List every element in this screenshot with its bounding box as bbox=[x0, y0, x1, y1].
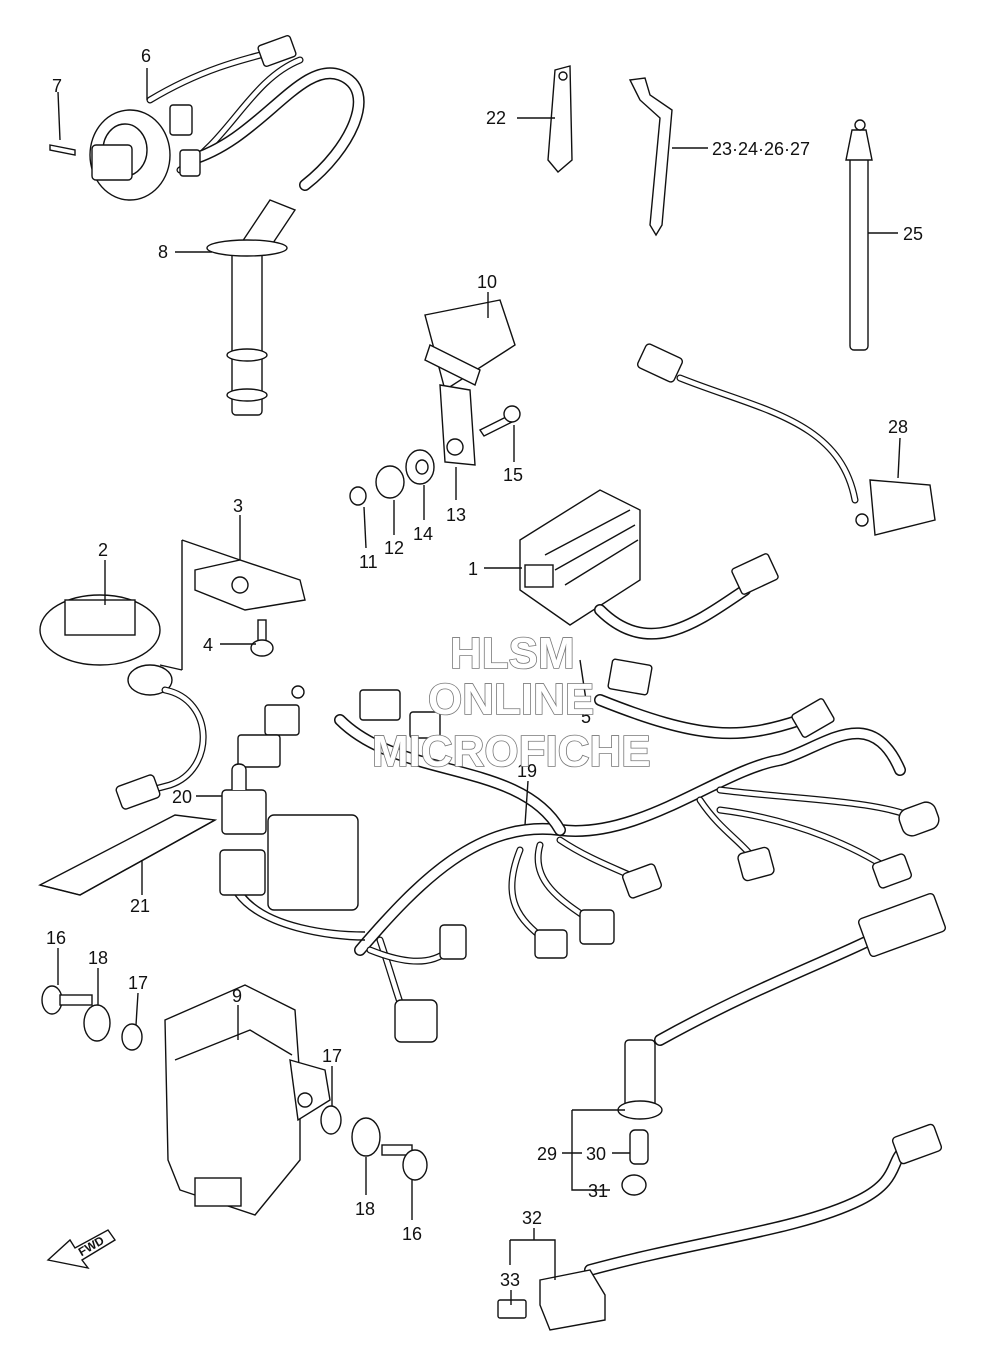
callout-13: 13 bbox=[446, 505, 466, 525]
ecu-part bbox=[164, 984, 331, 1216]
watermark-line-3: MICROFICHE bbox=[372, 727, 651, 776]
bracket-part bbox=[159, 539, 306, 671]
cable-clamp-part bbox=[547, 65, 573, 173]
callout-7: 7 bbox=[52, 76, 62, 96]
callout-20: 20 bbox=[172, 787, 192, 807]
spark-plug-cap-part bbox=[206, 199, 297, 416]
wiring-harness-part bbox=[219, 658, 940, 1043]
callout-10: 10 bbox=[477, 272, 497, 292]
forward-direction-icon bbox=[46, 1229, 117, 1270]
callout-30: 30 bbox=[586, 1144, 606, 1164]
callout-21: 21 bbox=[130, 896, 150, 916]
callout-16-left: 16 bbox=[46, 928, 66, 948]
mounting-hardware-left bbox=[41, 985, 143, 1051]
sensor-part bbox=[636, 343, 936, 536]
callout-9: 9 bbox=[232, 986, 242, 1006]
callout-29: 29 bbox=[537, 1144, 557, 1164]
callout-22: 22 bbox=[486, 108, 506, 128]
callout-labels: 6 7 8 22 23·24·26·27 25 10 15 13 14 12 1… bbox=[46, 46, 923, 1290]
callout-2: 2 bbox=[98, 540, 108, 560]
ignition-coil-part bbox=[49, 34, 365, 201]
callout-15: 15 bbox=[503, 465, 523, 485]
callout-5: 5 bbox=[581, 707, 591, 727]
watermark: HLSM ONLINE MICROFICHE bbox=[371, 628, 651, 777]
callout-8: 8 bbox=[158, 242, 168, 262]
long-cable-tie-part bbox=[845, 119, 873, 351]
callout-14: 14 bbox=[413, 524, 433, 544]
callout-12: 12 bbox=[384, 538, 404, 558]
callout-31: 31 bbox=[588, 1181, 608, 1201]
callout-32: 32 bbox=[522, 1208, 542, 1228]
callout-25: 25 bbox=[903, 224, 923, 244]
callout-23-24-26-27: 23·24·26·27 bbox=[712, 139, 810, 159]
callout-28: 28 bbox=[888, 417, 908, 437]
callout-18-left: 18 bbox=[88, 948, 108, 968]
screw-part bbox=[250, 619, 274, 657]
callout-17-left: 17 bbox=[128, 973, 148, 993]
callout-16-right: 16 bbox=[402, 1224, 422, 1244]
regulator-part bbox=[519, 489, 779, 640]
callout-19: 19 bbox=[517, 761, 537, 781]
callout-1: 1 bbox=[468, 559, 478, 579]
leader-lines bbox=[57, 68, 901, 1305]
watermark-line-2: ONLINE bbox=[428, 675, 594, 724]
callout-18-right: 18 bbox=[355, 1199, 375, 1219]
watermark-line-1: HLSM bbox=[450, 629, 575, 678]
mounting-hardware-right bbox=[320, 1105, 428, 1181]
callout-6: 6 bbox=[141, 46, 151, 66]
plug-cap-lead-part bbox=[617, 892, 947, 1196]
fuse-holder-part bbox=[221, 763, 267, 835]
fastener-hardware bbox=[349, 405, 521, 506]
relay-part bbox=[424, 299, 516, 466]
sub-harness-part bbox=[497, 1123, 943, 1331]
cable-tie-part bbox=[628, 77, 673, 237]
callout-33: 33 bbox=[500, 1270, 520, 1290]
callout-3: 3 bbox=[233, 496, 243, 516]
callout-11: 11 bbox=[359, 552, 378, 572]
condenser-part bbox=[39, 594, 207, 810]
callout-4: 4 bbox=[203, 635, 213, 655]
tape-sheet-part bbox=[38, 814, 218, 896]
callout-17-right: 17 bbox=[322, 1046, 342, 1066]
